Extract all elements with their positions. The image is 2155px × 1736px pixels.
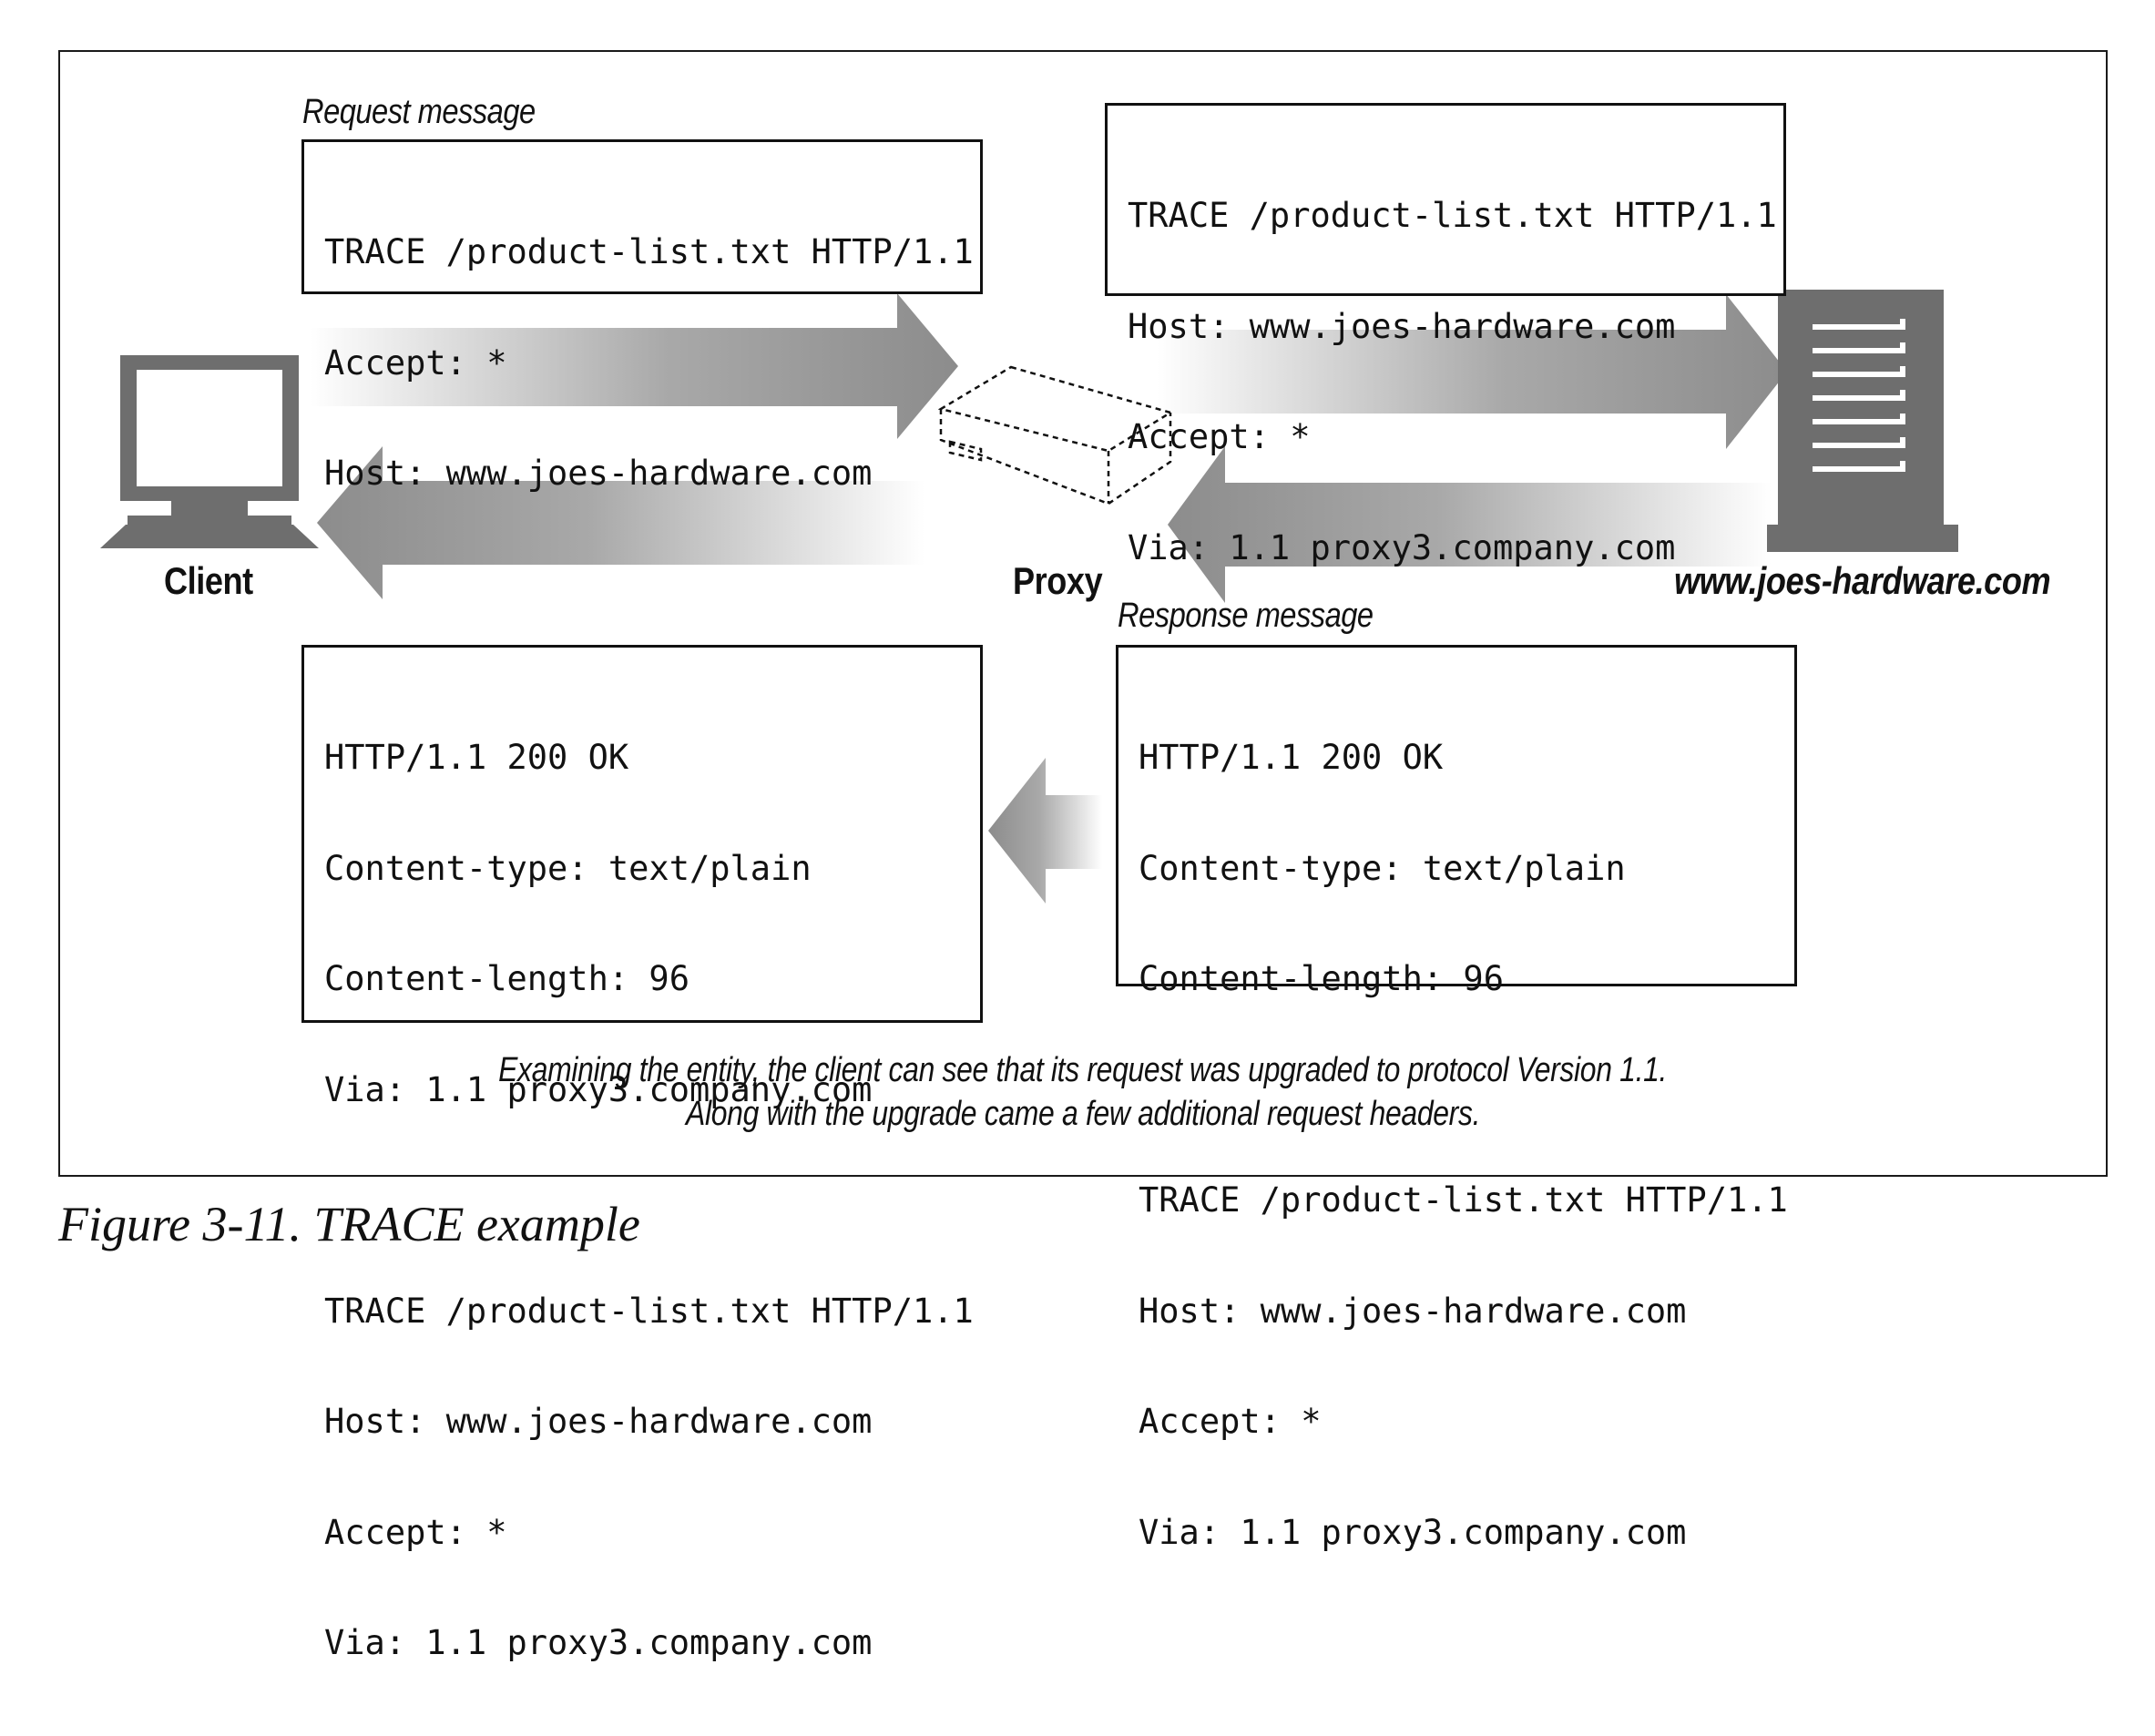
- figure-title: Figure 3-11. TRACE example: [58, 1197, 640, 1251]
- client-label: Client: [164, 559, 253, 602]
- header-line: Host: www.joes-hardware.com: [324, 454, 873, 493]
- body-line: Host: www.joes-hardware.com: [324, 1402, 873, 1441]
- client-response-lines: HTTP/1.1 200 OK Content-type: text/plain…: [304, 648, 980, 1736]
- body-line: Accept: *: [324, 1512, 507, 1552]
- client-response-box: HTTP/1.1 200 OK Content-type: text/plain…: [301, 645, 983, 1661]
- arrow-client-to-proxy: [310, 293, 958, 439]
- body-line: TRACE /product-list.txt HTTP/1.1: [324, 1291, 974, 1331]
- arrow-proxy-to-server: [1157, 294, 1787, 449]
- client-request-box: TRACE /product-list.txt HTTP/1.1 Accept:…: [301, 139, 983, 492]
- status-line: HTTP/1.1 200 OK: [1139, 738, 1444, 777]
- body-line: Accept: *: [1139, 1402, 1322, 1441]
- computer-monitor-icon: [100, 355, 319, 548]
- proxy-label: Proxy: [1013, 559, 1103, 602]
- proxy-request-lines: TRACE /product-list.txt HTTP/1.1 Host: w…: [1108, 106, 1783, 640]
- header-line: Content-length: 96: [1139, 959, 1504, 998]
- caption-line: Examining the entity, the client can see…: [498, 1051, 1668, 1089]
- caption-line: Along with the upgrade came a few additi…: [685, 1095, 1481, 1133]
- header-line: Content-type: text/plain: [324, 848, 812, 888]
- header-line: Accept: *: [324, 342, 507, 383]
- server-response-box: HTTP/1.1 200 OK Content-type: text/plain…: [1116, 645, 1797, 1550]
- header-line: Via: 1.1 proxy3.company.com: [324, 1069, 873, 1109]
- header-line: Content-type: text/plain: [1139, 848, 1626, 888]
- header-line: Accept: *: [1128, 417, 1311, 456]
- arrow-server-to-proxy: [1168, 446, 1772, 603]
- header-line: Host: www.joes-hardware.com: [1128, 306, 1676, 346]
- request-line: TRACE /product-list.txt HTTP/1.1: [1128, 196, 1777, 235]
- client-request-lines: TRACE /product-list.txt HTTP/1.1 Accept:…: [304, 142, 980, 567]
- status-line: HTTP/1.1 200 OK: [324, 738, 629, 777]
- arrow-response-copy: [988, 758, 1102, 904]
- diagram-frame: [58, 50, 2108, 1177]
- body-line: Host: www.joes-hardware.com: [1139, 1291, 1687, 1331]
- diagram-caption: Examining the entity, the client can see…: [58, 1048, 2108, 1136]
- body-line: Via: 1.1 proxy3.company.com: [1139, 1512, 1687, 1552]
- body-line: Via: 1.1 proxy3.company.com: [324, 1623, 873, 1662]
- server-response-lines: HTTP/1.1 200 OK Content-type: text/plain…: [1118, 648, 1794, 1625]
- body-line: TRACE /product-list.txt HTTP/1.1: [1139, 1180, 1788, 1220]
- request-line: TRACE /product-list.txt HTTP/1.1: [324, 232, 974, 271]
- flow-arrows: [310, 293, 1787, 904]
- proxy-box-icon: [937, 365, 1174, 505]
- server-label: www.joes-hardware.com: [1674, 559, 2051, 602]
- server-tower-icon: [1767, 290, 1958, 552]
- arrow-proxy-to-client: [317, 446, 924, 599]
- header-line: Content-length: 96: [324, 959, 689, 998]
- proxy-request-box: TRACE /product-list.txt HTTP/1.1 Host: w…: [1105, 103, 1786, 566]
- header-line: Via: 1.1 proxy3.company.com: [1128, 527, 1676, 567]
- response-message-label: Response message: [1118, 597, 1374, 635]
- request-message-label: Request message: [302, 93, 536, 131]
